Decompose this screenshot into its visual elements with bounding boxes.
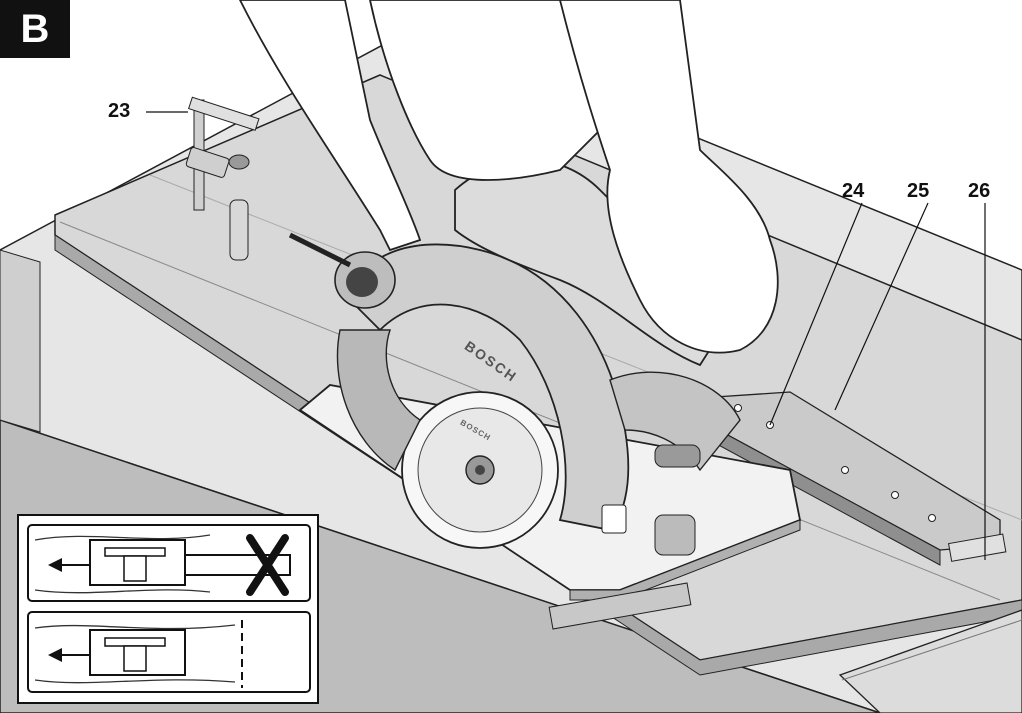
power-cord	[288, 232, 352, 268]
callout-25: 25	[907, 180, 930, 202]
correct-clamping-icon	[27, 611, 311, 693]
figure-letter: B	[0, 0, 70, 58]
callout-23: 23	[108, 100, 131, 122]
wrong-clamping-icon	[27, 524, 311, 602]
screw-clamp	[185, 96, 260, 261]
rail-connector	[699, 391, 1007, 566]
second-rail-segment	[838, 609, 1022, 713]
saw-body: BOSCH	[334, 243, 741, 534]
callout-24: 24	[842, 180, 865, 202]
callout-leader-lines	[146, 111, 986, 560]
clamping-instruction-inset	[17, 514, 319, 704]
callout-26: 26	[968, 180, 991, 202]
saw-blade: BOSCH	[401, 391, 559, 549]
operator-hands	[238, 0, 779, 354]
